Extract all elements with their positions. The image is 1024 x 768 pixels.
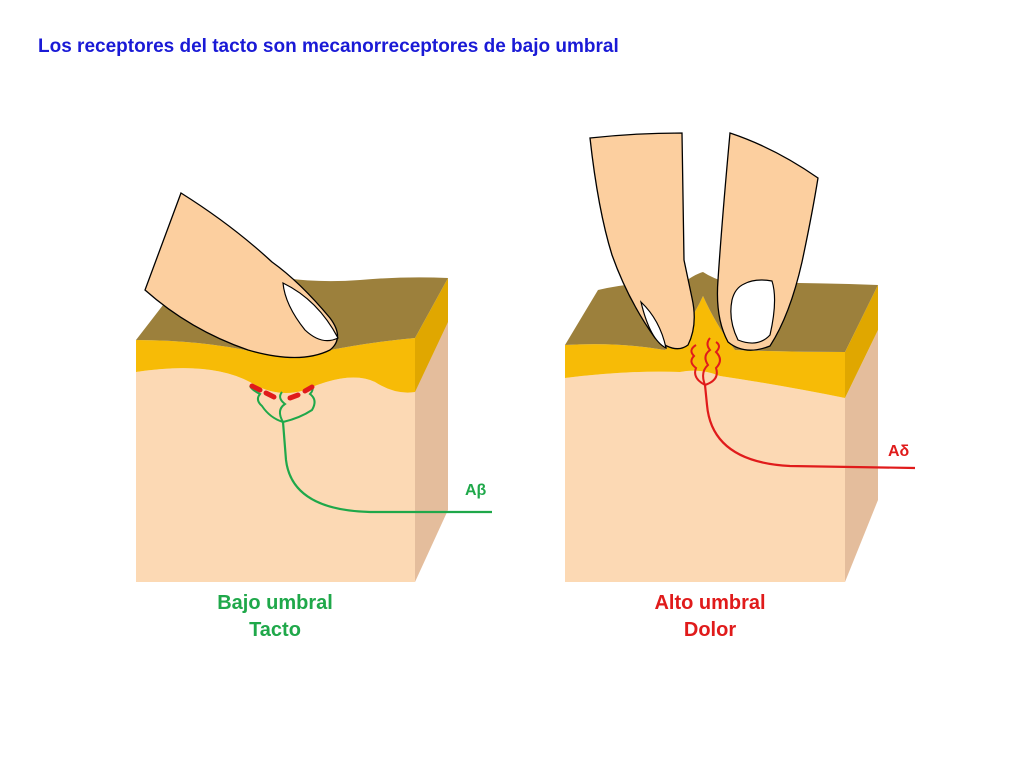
touch-caption-threshold: Bajo umbral — [217, 592, 333, 614]
touch-dermis-side — [415, 318, 448, 582]
abeta-terminal-right — [282, 385, 316, 423]
receptor-ending-2 — [263, 390, 277, 400]
adelta-free-ending-middle — [702, 337, 712, 386]
adelta-free-ending-left — [690, 344, 706, 386]
touch-finger — [144, 192, 339, 359]
pain-epidermis-front — [565, 296, 845, 398]
adelta-fiber — [690, 337, 916, 470]
pain-dermis-front — [565, 370, 845, 582]
pain-caption: Alto umbral Dolor — [620, 590, 800, 644]
adelta-fiber-label: Aδ — [888, 443, 910, 460]
abeta-receptor-endings — [249, 383, 315, 401]
touch-fingernail — [282, 281, 339, 342]
page-title: Los receptores del tacto son mecanorrece… — [38, 36, 619, 57]
pain-fingernail-left — [639, 300, 667, 350]
touch-caption: Bajo umbral Tacto — [190, 590, 360, 644]
abeta-axon — [281, 421, 492, 514]
abeta-fiber-label: Aβ — [465, 482, 487, 499]
pain-epidermis-side — [845, 285, 878, 398]
abeta-terminal-left — [249, 385, 284, 423]
pain-caption-threshold: Alto umbral — [654, 592, 766, 614]
touch-epidermis-front — [136, 338, 415, 394]
pain-fingernail-right — [730, 279, 776, 344]
touch-dermis-front — [136, 368, 415, 582]
abeta-terminal-middle — [279, 391, 287, 423]
touch-skin-block — [136, 277, 448, 582]
adelta-free-ending-right — [704, 341, 721, 386]
touch-caption-sensation: Tacto — [249, 619, 301, 641]
adelta-axon — [703, 384, 916, 470]
pain-pinch-fingers — [589, 132, 819, 351]
pain-caption-sensation: Dolor — [683, 619, 737, 641]
touch-epidermis-side — [415, 278, 448, 392]
pain-dermis-side — [845, 330, 878, 582]
receptor-ending-1 — [249, 383, 263, 393]
abeta-fiber — [249, 385, 492, 514]
receptor-ending-4 — [302, 384, 315, 394]
pain-finger-left — [589, 132, 695, 350]
receptor-ending-3 — [287, 392, 301, 401]
